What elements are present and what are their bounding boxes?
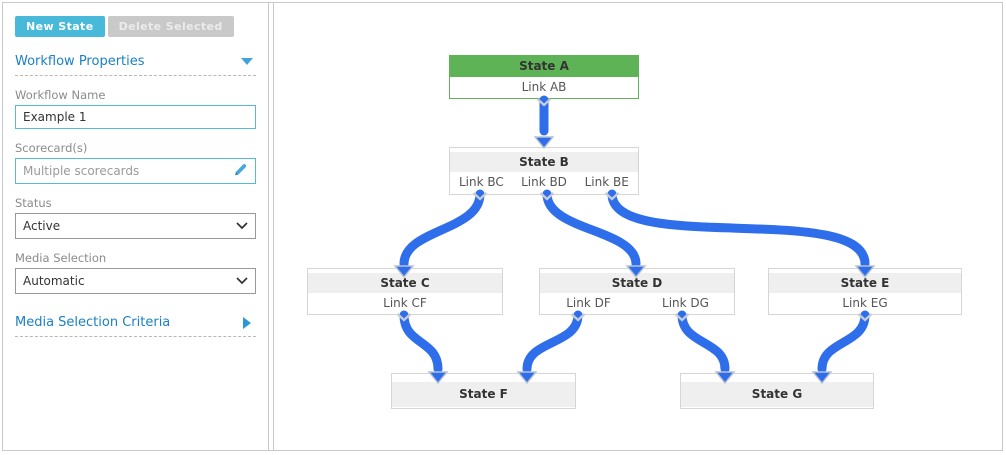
status-select[interactable]: Active [15, 213, 256, 239]
edit-pencil-icon[interactable] [232, 161, 248, 181]
state-box-d[interactable]: State D Link DF Link DG [539, 268, 735, 315]
state-box-e[interactable]: State E Link EG [768, 268, 962, 315]
section-divider [15, 75, 256, 76]
arrow-c-to-f [399, 310, 443, 374]
collapse-triangle-icon[interactable] [241, 58, 253, 65]
link-cf[interactable]: Link CF [383, 296, 427, 310]
section-divider [15, 336, 256, 337]
transition-arrows [393, 95, 876, 385]
link-bc[interactable]: Link BC [458, 175, 504, 189]
state-box-g[interactable]: State G [680, 373, 874, 409]
scorecards-value: Multiple scorecards [23, 164, 140, 178]
workflow-name-input[interactable] [15, 105, 256, 129]
state-f-header[interactable]: State F [392, 382, 575, 407]
link-df[interactable]: Link DF [566, 296, 611, 310]
link-eg[interactable]: Link EG [842, 296, 888, 310]
state-box-a[interactable]: State A Link AB [449, 55, 639, 99]
workflow-canvas[interactable]: State A Link AB State B Link BC Link BD … [273, 3, 1002, 450]
scorecards-label: Scorecard(s) [15, 141, 88, 155]
state-a-header[interactable]: State A [450, 56, 638, 77]
state-box-b[interactable]: State B Link BC Link BD Link BE [449, 147, 639, 195]
delete-selected-button[interactable]: Delete Selected [107, 16, 234, 37]
state-box-f[interactable]: State F [391, 373, 576, 409]
status-label: Status [15, 196, 52, 210]
link-dg[interactable]: Link DG [662, 296, 709, 310]
expand-triangle-icon[interactable] [243, 316, 251, 329]
properties-sidebar: New State Delete Selected Workflow Prope… [3, 3, 269, 450]
arrow-b-to-d [542, 189, 641, 269]
link-be[interactable]: Link BE [584, 175, 629, 189]
media-selection-select[interactable]: Automatic [15, 268, 256, 294]
media-selection-criteria-section-header[interactable]: Media Selection Criteria [15, 315, 256, 330]
state-c-header[interactable]: State C [308, 273, 502, 293]
state-g-header[interactable]: State G [681, 382, 873, 407]
state-box-c[interactable]: State C Link CF [307, 268, 503, 315]
link-bd[interactable]: Link BD [521, 175, 567, 189]
new-state-button[interactable]: New State [15, 16, 105, 37]
scorecards-field[interactable]: Multiple scorecards [15, 158, 256, 184]
state-d-header[interactable]: State D [540, 273, 734, 293]
toolbar: New State Delete Selected [15, 16, 256, 37]
arrow-d-to-g [677, 310, 730, 374]
media-selection-criteria-title: Media Selection Criteria [15, 315, 171, 330]
workflow-diagram: State A Link AB State B Link BC Link BD … [274, 3, 1002, 450]
workflow-properties-section-header[interactable]: Workflow Properties [15, 54, 256, 69]
workflow-name-label: Workflow Name [15, 88, 106, 102]
media-selection-label: Media Selection [15, 251, 107, 265]
arrow-b-to-e [607, 189, 870, 269]
arrow-e-to-g [817, 310, 870, 374]
arrow-d-to-f [522, 310, 583, 374]
state-b-header[interactable]: State B [450, 152, 638, 172]
state-e-header[interactable]: State E [769, 273, 961, 293]
arrow-source-chevron-icon [536, 98, 552, 107]
link-ab[interactable]: Link AB [521, 80, 567, 94]
arrow-b-to-c [399, 189, 485, 269]
workflow-properties-title: Workflow Properties [15, 54, 145, 69]
